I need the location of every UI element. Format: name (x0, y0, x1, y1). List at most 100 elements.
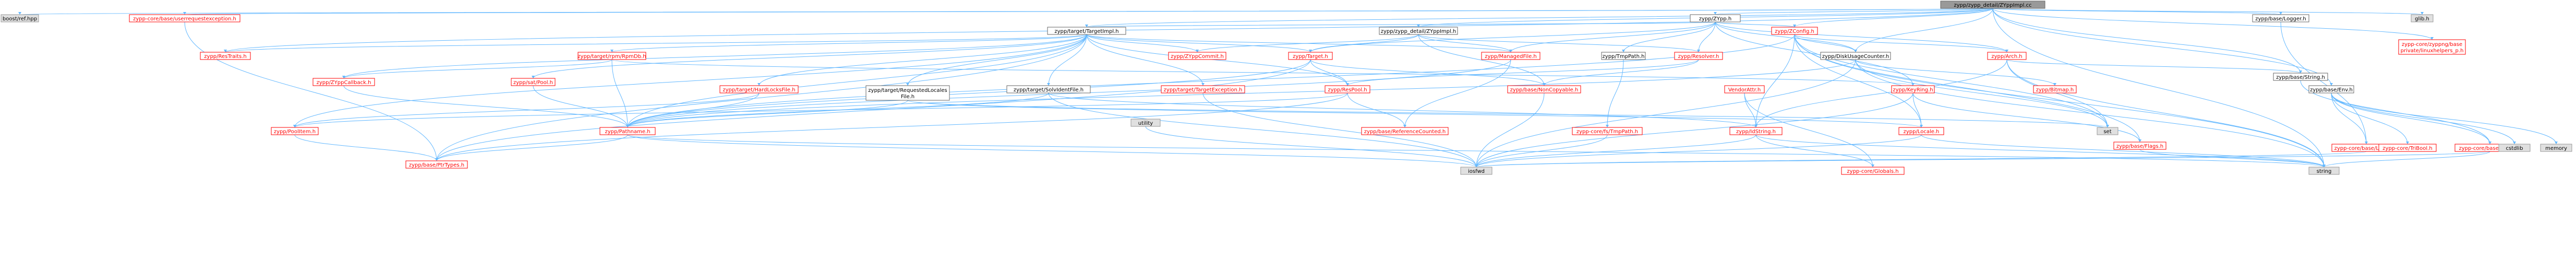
graph-node-ztarget[interactable]: zypp/Target.h (1288, 52, 1333, 60)
graph-node-pathname[interactable]: zypp/Pathname.h (599, 127, 656, 135)
graph-node-baseenv[interactable]: zypp/base/Env.h (2308, 85, 2354, 93)
node-label-line: memory (2545, 146, 2567, 151)
include-edge (1085, 21, 1716, 28)
graph-node-logger[interactable]: zypp/base/Logger.h (2252, 14, 2309, 22)
edge-arrowhead (2330, 83, 2333, 86)
graph-node-root[interactable]: zypp/zypp_detail/ZYppImpl.cc (1940, 1, 2045, 9)
graph-node-zconfig[interactable]: zypp/ZConfig.h (1771, 27, 1818, 35)
include-edge (2280, 21, 2368, 145)
graph-node-iosfwd: iosfwd (1460, 167, 1492, 175)
edge-line (1476, 134, 1608, 168)
graph-node-tribool[interactable]: zypp-core/TriBool.h (2378, 144, 2437, 152)
graph-node-bitmap[interactable]: zypp/Bitmap.h (2033, 85, 2077, 93)
node-box (1729, 127, 1783, 135)
graph-node-resolver[interactable]: zypp/Resolver.h (1674, 52, 1723, 60)
graph-node-managedfile[interactable]: zypp/ManagedFile.h (1481, 52, 1540, 60)
include-edge (1992, 8, 2434, 40)
graph-node-solvattr[interactable]: zypp/target/SolvIdentFile.h (1006, 85, 1091, 93)
edge-line (1912, 92, 1922, 128)
node-label-line: zypp/base/Env.h (2310, 87, 2353, 93)
node-label: zypp/ResTraits.h (204, 54, 246, 60)
node-label-line: VendorAttr.h (1728, 87, 1761, 93)
include-edge (1794, 34, 1857, 53)
graph-node-noncopy[interactable]: zypp/base/NonCopyable.h (1507, 85, 1581, 93)
edge-line (1715, 21, 1913, 86)
edge-arrowhead (1622, 50, 1625, 52)
node-box (1891, 85, 1935, 93)
edge-line (1855, 59, 2055, 86)
node-label: zypp/target/TargetException.h (1164, 87, 1243, 93)
node-label-line: zypp/zypp_detail/ZYppImpl.h (1381, 29, 1456, 34)
graph-node-tgtexc[interactable]: zypp/target/TargetException.h (1161, 85, 1245, 93)
node-box (1572, 127, 1643, 135)
node-box (1481, 52, 1540, 60)
graph-node-refcounted[interactable]: zypp/base/ReferenceCounted.h (1361, 127, 1449, 135)
graph-node-restypes[interactable]: zypp/base/PtrTypes.h (405, 160, 468, 169)
node-label: zypp/ZYppCommit.h (1171, 54, 1224, 60)
edge-line (627, 34, 1087, 128)
graph-node-zyppi[interactable]: zypp/ZYpp.h (1690, 14, 1741, 22)
node-box (1690, 14, 1741, 22)
node-label-line: zypp-core/fs/TmpPath.h (1576, 129, 1638, 135)
edge-line (343, 59, 612, 79)
edge-line (1755, 134, 1873, 168)
graph-node-vendor[interactable]: VendorAttr.h (1724, 85, 1765, 93)
graph-node-restraits[interactable]: zypp/ResTraits.h (200, 52, 251, 60)
node-label: zypp/base/Flags.h (2116, 144, 2163, 149)
node-box (865, 85, 950, 101)
graph-node-satpool[interactable]: zypp/sat/Pool.h (511, 78, 556, 86)
graph-node-poolitem[interactable]: zypp/PoolItem.h (271, 127, 319, 135)
node-label-line: utility (1138, 121, 1153, 126)
node-label-line: zypp/sat/Pool.h (513, 80, 553, 86)
include-edge (1992, 8, 2333, 86)
edge-line (436, 59, 1311, 161)
graph-node-arch[interactable]: zypp/Arch.h (1987, 52, 2027, 60)
edge-line (1715, 21, 2007, 53)
graph-node-keyring[interactable]: zypp/KeyRing.h (1891, 85, 1935, 93)
include-edge (532, 34, 1087, 79)
edge-line (627, 92, 760, 128)
graph-node-globals[interactable]: zypp-core/Globals.h (1841, 167, 1905, 175)
edge-arrowhead (1047, 83, 1050, 86)
graph-node-tmppath[interactable]: zypp/TmpPath.h (1601, 52, 1646, 60)
node-label-line: zypp/PoolItem.h (274, 129, 316, 135)
node-label: zypp/target/rpm/RpmDb.h (577, 54, 646, 60)
edge-line (1476, 151, 2490, 168)
include-edge (1755, 134, 1874, 168)
node-label-line: zypp/ManagedFile.h (1485, 54, 1537, 60)
edge-line (1715, 21, 1856, 53)
graph-node-memory: memory (2540, 144, 2572, 152)
edge-line (1794, 8, 1993, 28)
graph-node-locale[interactable]: zypp/Locale.h (1898, 127, 1944, 135)
node-label-line: zypp-core/base/userrequestexception.h (133, 16, 236, 22)
graph-node-flags[interactable]: zypp/base/Flags.h (2113, 142, 2166, 150)
graph-node-userreq[interactable]: zypp-core/base/userrequestexception.h (129, 14, 240, 22)
node-label: zypp/TmpPath.h (1603, 54, 1645, 60)
graph-node-respool[interactable]: zypp/ResPool.h (1325, 85, 1370, 93)
node-label: zypp/ZConfig.h (1775, 29, 1814, 34)
node-label: zypp/ZYppCallback.h (317, 80, 371, 86)
graph-node-idstring[interactable]: zypp/IdString.h (1729, 127, 1783, 135)
graph-node-target[interactable]: zypp/target/TargetImpl.h (1047, 27, 1126, 35)
edge-arrowhead (1417, 25, 1420, 27)
edge-line (1048, 92, 1756, 128)
graph-node-zyppcallback[interactable]: zypp/ZYppCallback.h (312, 78, 375, 86)
graph-node-rpmdb[interactable]: zypp/target/rpm/RpmDb.h (577, 52, 646, 60)
edge-line (1086, 34, 1311, 53)
edge-line (2331, 92, 2367, 145)
edge-arrowhead (2138, 139, 2141, 142)
node-box (1820, 52, 1891, 60)
graph-node-hardlocks[interactable]: zypp/target/HardLocksFile.h (719, 85, 799, 93)
graph-node-zyppcommit[interactable]: zypp/ZYppCommit.h (1168, 52, 1226, 60)
edge-arrowhead (1509, 50, 1512, 52)
edge-line (907, 34, 1087, 86)
graph-node-diskusage[interactable]: zypp/DiskUsageCounter.h (1820, 52, 1891, 60)
edge-arrowhead (2421, 12, 2424, 15)
graph-node-fstmppath[interactable]: zypp-core/fs/TmpPath.h (1572, 127, 1643, 135)
graph-node-zypipi[interactable]: zypp/zypp_detail/ZYppImpl.h (1379, 27, 1458, 35)
node-label: zypp/Pathname.h (605, 129, 650, 135)
graph-node-basestring[interactable]: zypp/base/String.h (2273, 73, 2328, 81)
